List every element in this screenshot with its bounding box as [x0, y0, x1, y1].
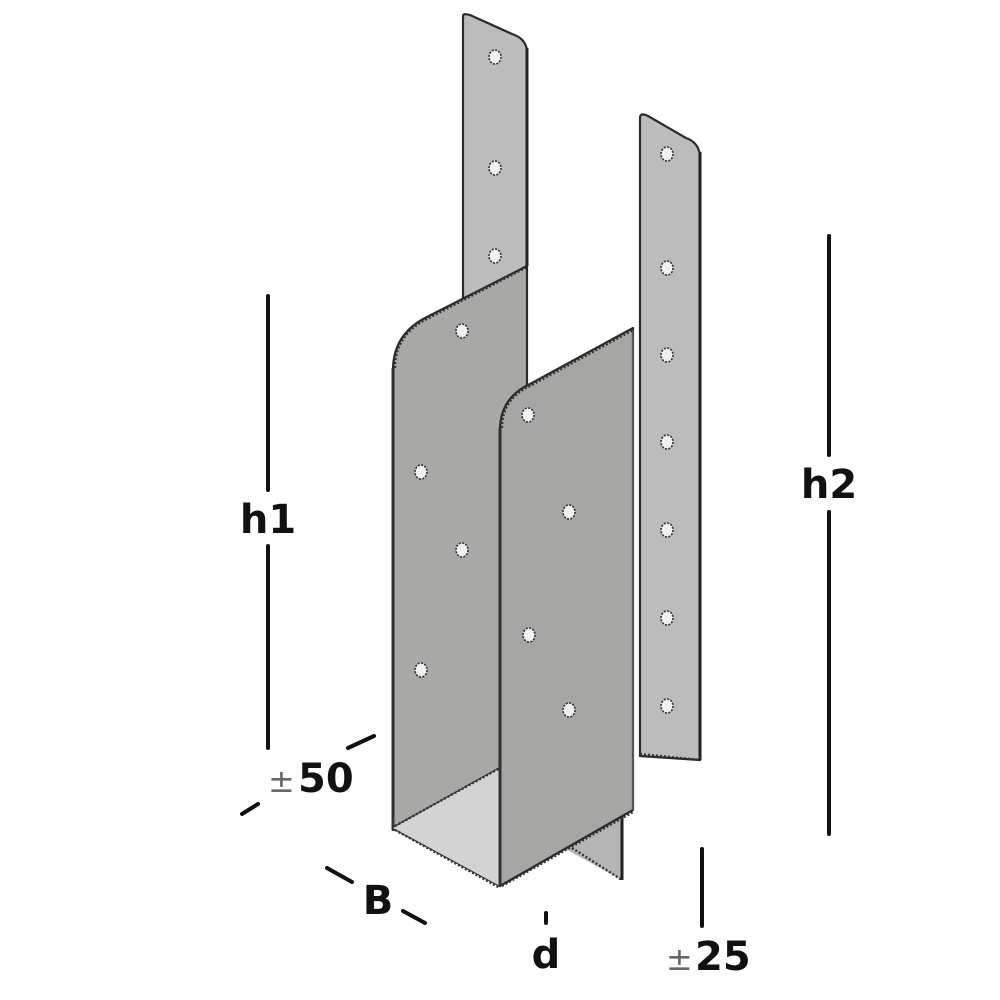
- front-side-plate-top-edge: [500, 328, 634, 429]
- back-side-plate-top-edge: [393, 265, 528, 369]
- offset-right-sign: ±: [666, 940, 693, 978]
- seat-plate-fill: [393, 768, 500, 886]
- B-tick-right: [401, 909, 427, 925]
- strap-hole: [660, 522, 674, 538]
- front-side-plate-face: [498, 326, 635, 888]
- h2-label: h2: [801, 462, 857, 508]
- dimension-offset-right: ± 25: [666, 847, 751, 980]
- strap-hole: [660, 698, 674, 714]
- B-label: B: [363, 878, 394, 924]
- offset-left-value: 50: [298, 756, 354, 802]
- side-plate-hole: [455, 542, 469, 558]
- dimension-h2: h2: [801, 234, 857, 836]
- d-label: d: [532, 932, 561, 978]
- offset-left-sign: ±: [268, 762, 295, 800]
- h1-label: h1: [240, 497, 296, 543]
- dimension-d: d: [532, 911, 561, 978]
- dimension-B: B: [325, 866, 427, 925]
- side-plate-hole: [414, 662, 428, 678]
- strap-hole: [660, 610, 674, 626]
- strap-hole: [488, 248, 502, 264]
- strap-hole: [660, 260, 674, 276]
- strap-hole: [488, 49, 502, 65]
- dimension-offset-left: ± 50: [240, 734, 376, 816]
- strap-hole: [660, 347, 674, 363]
- right-strap: [638, 113, 702, 762]
- offset-left-tick-right: [346, 734, 376, 750]
- left-strap: [461, 13, 529, 302]
- offset-left-tick-left: [240, 802, 260, 816]
- side-plate-hole: [562, 702, 576, 718]
- front-side-plate-bottom-edge: [501, 810, 634, 888]
- fin-plate: [560, 814, 624, 882]
- dimension-h1: h1: [240, 294, 296, 750]
- strap-hole: [660, 434, 674, 450]
- strap-hole: [660, 146, 674, 162]
- front-side-plate: [498, 326, 635, 888]
- side-plate-hole: [455, 323, 469, 339]
- offset-right-value: 25: [695, 934, 751, 980]
- fin-plate-fill: [560, 815, 622, 880]
- side-plate-hole: [562, 504, 576, 520]
- B-tick-left: [325, 866, 354, 884]
- side-plate-hole: [521, 407, 535, 423]
- fin-plate-edge: [571, 846, 623, 882]
- strap-hole: [488, 160, 502, 176]
- side-plate-hole: [414, 464, 428, 480]
- side-plate-hole: [522, 627, 536, 643]
